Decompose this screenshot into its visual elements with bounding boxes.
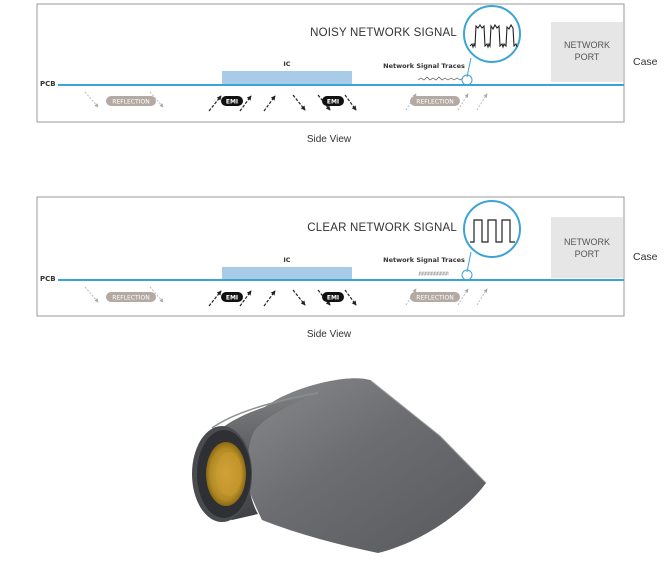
noisy-trace-squiggle — [417, 76, 464, 81]
reflection-left: REFLECTION — [84, 91, 164, 108]
signal-magnifier — [463, 200, 521, 273]
noisy-square-wave — [469, 23, 518, 49]
ic-label: IC — [283, 60, 290, 68]
network-signal-traces-label: Network Signal Traces — [383, 62, 465, 70]
network-signal-traces-label: Network Signal Traces — [383, 256, 465, 264]
reflection-badge-label: REFLECTION — [416, 99, 453, 106]
ic-chip — [222, 267, 352, 280]
network-port — [551, 217, 623, 278]
side-view-caption: Side View — [307, 329, 352, 340]
network-port-label-line2: PORT — [575, 249, 600, 259]
emi-group-right: EMI — [292, 289, 357, 306]
shielding-tape-roll-icon — [192, 378, 487, 553]
emi-badge-label: EMI — [226, 295, 238, 302]
pcb-label: PCB — [40, 275, 56, 283]
clean-square-wave — [470, 219, 515, 243]
reflection-badge-label: REFLECTION — [416, 295, 453, 302]
emi-group-left: EMI — [208, 95, 276, 112]
reflection-right: REFLECTION — [405, 288, 488, 306]
ic-label: IC — [283, 256, 290, 264]
emi-group-left: EMI — [208, 290, 276, 307]
reflection-badge-label: REFLECTION — [112, 295, 149, 302]
reflection-badge-label: REFLECTION — [112, 99, 149, 106]
signal-title: CLEAR NETWORK SIGNAL — [307, 222, 457, 234]
network-port-label-line1: NETWORK — [564, 237, 610, 247]
reflection-right: REFLECTION — [405, 93, 488, 111]
diagram-clear: NETWORK PORT Case CLEAR NETWORK SIGNAL N… — [36, 196, 658, 317]
network-port — [551, 22, 623, 82]
emi-badge-label: EMI — [327, 99, 339, 106]
side-view-caption: Side View — [307, 134, 352, 145]
case-label: Case — [633, 251, 658, 263]
network-port-label-line2: PORT — [575, 52, 600, 62]
signal-title: NOISY NETWORK SIGNAL — [310, 27, 457, 39]
emi-badge-label: EMI — [226, 99, 238, 106]
pcb-label: PCB — [40, 80, 56, 88]
emi-badge-label: EMI — [327, 295, 339, 302]
reflection-left: REFLECTION — [84, 286, 164, 303]
diagram-noisy: NETWORK PORT Case NOISY NETWORK SIGNAL N… — [36, 3, 658, 123]
signal-magnifier — [463, 5, 521, 78]
clean-trace-pulses — [418, 271, 449, 276]
ic-chip — [222, 71, 352, 85]
network-port-label-line1: NETWORK — [564, 40, 610, 50]
case-label: Case — [633, 56, 658, 68]
emi-group-right: EMI — [292, 94, 357, 111]
